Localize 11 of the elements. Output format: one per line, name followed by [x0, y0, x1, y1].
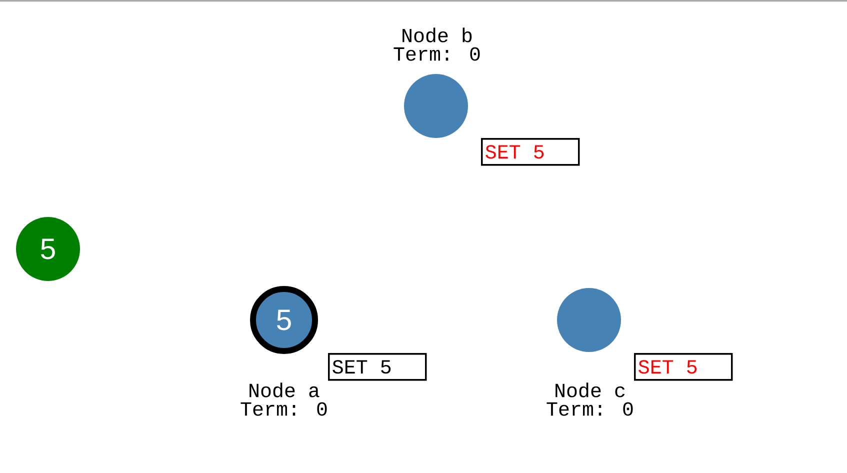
command-box: SET 5	[634, 352, 733, 381]
node-caption: Term: 0	[240, 402, 327, 416]
node-caption: Term: 0	[394, 47, 480, 61]
node-caption: Node b	[402, 28, 472, 42]
node-circle	[557, 288, 621, 352]
node-caption: Node c	[556, 382, 625, 398]
node-caption: Node a	[250, 382, 320, 398]
command-box: SET 5	[328, 352, 427, 381]
node-caption: Term: 0	[546, 402, 633, 416]
command-box: SET 5	[481, 138, 580, 166]
node-circle	[404, 74, 468, 138]
